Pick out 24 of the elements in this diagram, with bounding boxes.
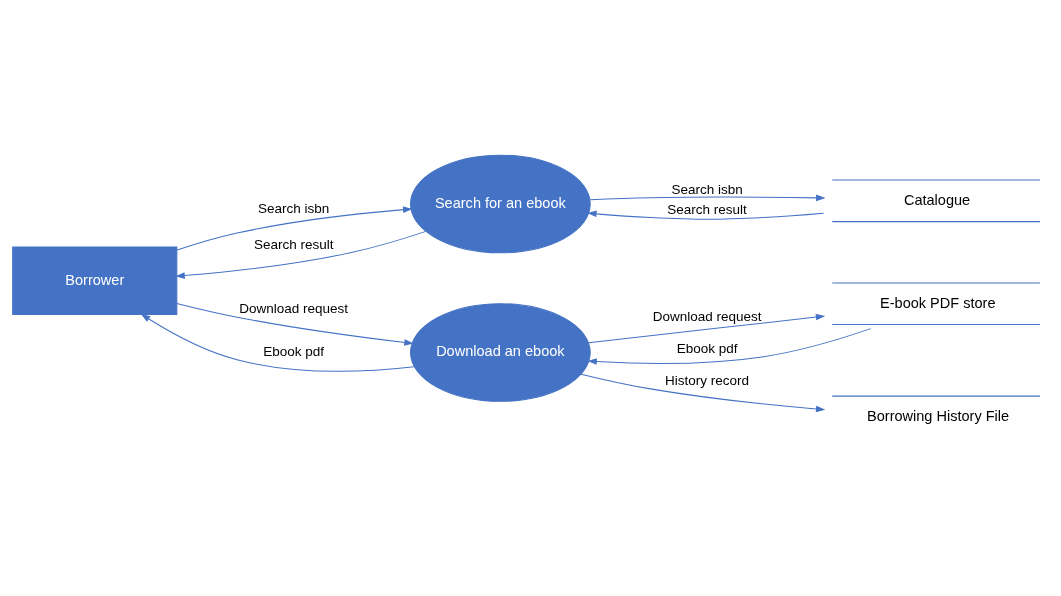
- edge-label: Search isbn: [671, 181, 743, 197]
- edge-label: History record: [665, 372, 750, 388]
- edge-label: Download request: [239, 300, 349, 316]
- arrow: [587, 210, 825, 220]
- arrow: [580, 373, 826, 412]
- node-text: E-book PDF store: [880, 294, 996, 311]
- node-ellipse: Search for an ebook: [410, 154, 591, 253]
- edge-label: Ebook pdf: [676, 340, 738, 356]
- edge-label: Ebook pdf: [263, 343, 325, 359]
- node-text: Catalogue: [903, 191, 971, 208]
- edge-label: Search result: [253, 236, 334, 252]
- arrow: [175, 230, 427, 279]
- edge-label: Search isbn: [258, 200, 330, 216]
- arrow: [140, 313, 415, 372]
- node-ellipse: Download an ebook: [410, 302, 591, 402]
- arrow: [587, 327, 872, 365]
- edge-label: Download request: [652, 308, 762, 324]
- node-text: Borrowing History File: [867, 407, 1010, 424]
- edge-label: Search result: [667, 201, 747, 217]
- node-box: Borrower: [12, 246, 178, 315]
- arrow: [588, 313, 826, 343]
- arrow: [589, 194, 826, 201]
- arrow: [176, 302, 414, 346]
- arrow: [176, 205, 413, 251]
